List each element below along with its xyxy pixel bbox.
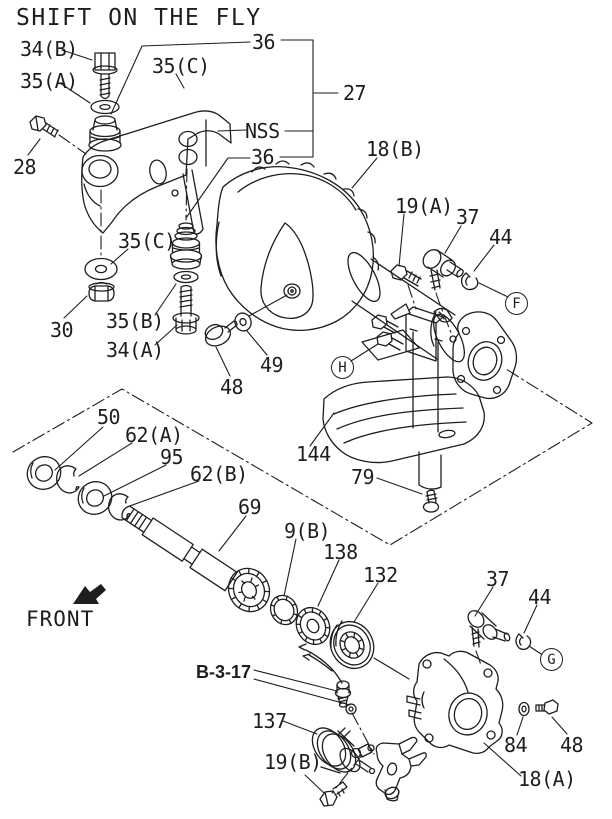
- snap-ring-62B: [107, 493, 131, 521]
- callout-69: 69: [238, 495, 262, 519]
- bushing-36-lower: [169, 222, 203, 270]
- tube-bracket-hardware: [361, 303, 453, 433]
- vent-group-top: [390, 249, 479, 343]
- callout-144: 144: [296, 442, 331, 466]
- view-letter-H: H: [331, 356, 354, 379]
- callout-137: 137: [252, 709, 287, 733]
- screw-79: [422, 489, 440, 513]
- callout-62A: 62(A): [125, 423, 183, 447]
- fasteners-bottom: [518, 699, 559, 717]
- callout-50: 50: [97, 405, 121, 429]
- gear-138: [295, 606, 331, 646]
- callout-27: 27: [343, 81, 367, 105]
- view-letter-G: G: [540, 648, 563, 671]
- plug-48-washer-49: [204, 312, 252, 347]
- shift-fork: [375, 736, 427, 802]
- sleeve-132: [329, 620, 375, 670]
- upper-mount-assembly: [29, 52, 232, 335]
- front-marker: FRONT: [26, 607, 95, 631]
- rear-cover-18A: [406, 650, 504, 754]
- washer-35A: [90, 99, 120, 115]
- clip-44-top: [460, 272, 479, 291]
- callout-37-bottom: 37: [486, 567, 510, 591]
- callout-34B: 34(B): [20, 37, 78, 61]
- callout-19A: 19(A): [395, 194, 453, 218]
- indicator-switch-wiring: [298, 643, 357, 715]
- callout-B-3-17: B-3-17: [196, 662, 252, 682]
- callout-18B: 18(B): [366, 137, 424, 161]
- callout-62B: 62(B): [190, 462, 248, 486]
- shift-actuator-137: [311, 727, 376, 775]
- callout-36-top: 36: [252, 30, 276, 54]
- callout-35A: 35(A): [20, 69, 78, 93]
- callout-37-top: 37: [456, 205, 480, 229]
- nut-30: [88, 281, 115, 302]
- callout-leader-lines: [27, 39, 568, 794]
- shift-bracket: [81, 110, 232, 235]
- bolt-34B: [92, 52, 118, 100]
- bolt-28: [29, 115, 59, 138]
- callout-48-bottom: 48: [560, 733, 584, 757]
- vent-hole: [449, 335, 457, 343]
- needle-bearing-9B: [269, 594, 299, 626]
- bolt-19A: [390, 264, 422, 287]
- callout-19B: 19(B): [264, 750, 322, 774]
- bearing-50: [26, 456, 62, 490]
- bearing-95: [77, 481, 113, 515]
- breather-37-top: [422, 249, 464, 291]
- callout-44-top: 44: [489, 225, 513, 249]
- callout-138: 138: [323, 540, 358, 564]
- callout-95: 95: [160, 445, 184, 469]
- callout-44-bottom: 44: [528, 585, 552, 609]
- bolt-19B: [319, 781, 348, 807]
- callout-28: 28: [13, 155, 37, 179]
- page-title: SHIFT ON THE FLY: [16, 5, 262, 31]
- snap-ring-62A: [55, 465, 80, 494]
- callout-132: 132: [363, 563, 398, 587]
- callout-18A: 18(A): [518, 767, 576, 791]
- washer-35C-left: [84, 257, 118, 281]
- shaft-gear-head: [227, 567, 271, 613]
- callout-79: 79: [351, 465, 375, 489]
- callout-NSS: NSS: [245, 119, 280, 143]
- callout-36-mid: 36: [251, 145, 275, 169]
- front-arrow-icon: [73, 584, 106, 604]
- callout-35C-top: 35(C): [152, 54, 210, 78]
- shaft-69: [121, 505, 238, 592]
- callout-35B: 35(B): [106, 309, 164, 333]
- callout-30: 30: [50, 318, 74, 342]
- callout-35C-left: 35(C): [118, 229, 176, 253]
- callout-9B: 9(B): [284, 519, 331, 543]
- bushing-36-upper: [88, 115, 122, 152]
- output-shaft-set: [26, 456, 375, 670]
- callout-49: 49: [260, 353, 284, 377]
- view-letter-F: F: [505, 292, 528, 315]
- vent-group-bottom: [467, 610, 532, 651]
- callout-34A: 34(A): [106, 338, 164, 362]
- washer-35B: [173, 270, 199, 284]
- tube-end-flange: [452, 311, 518, 400]
- bolt-34A: [172, 284, 200, 335]
- callout-48-top: 48: [220, 375, 244, 399]
- callout-84: 84: [504, 733, 528, 757]
- skid-plate-144: [322, 376, 485, 513]
